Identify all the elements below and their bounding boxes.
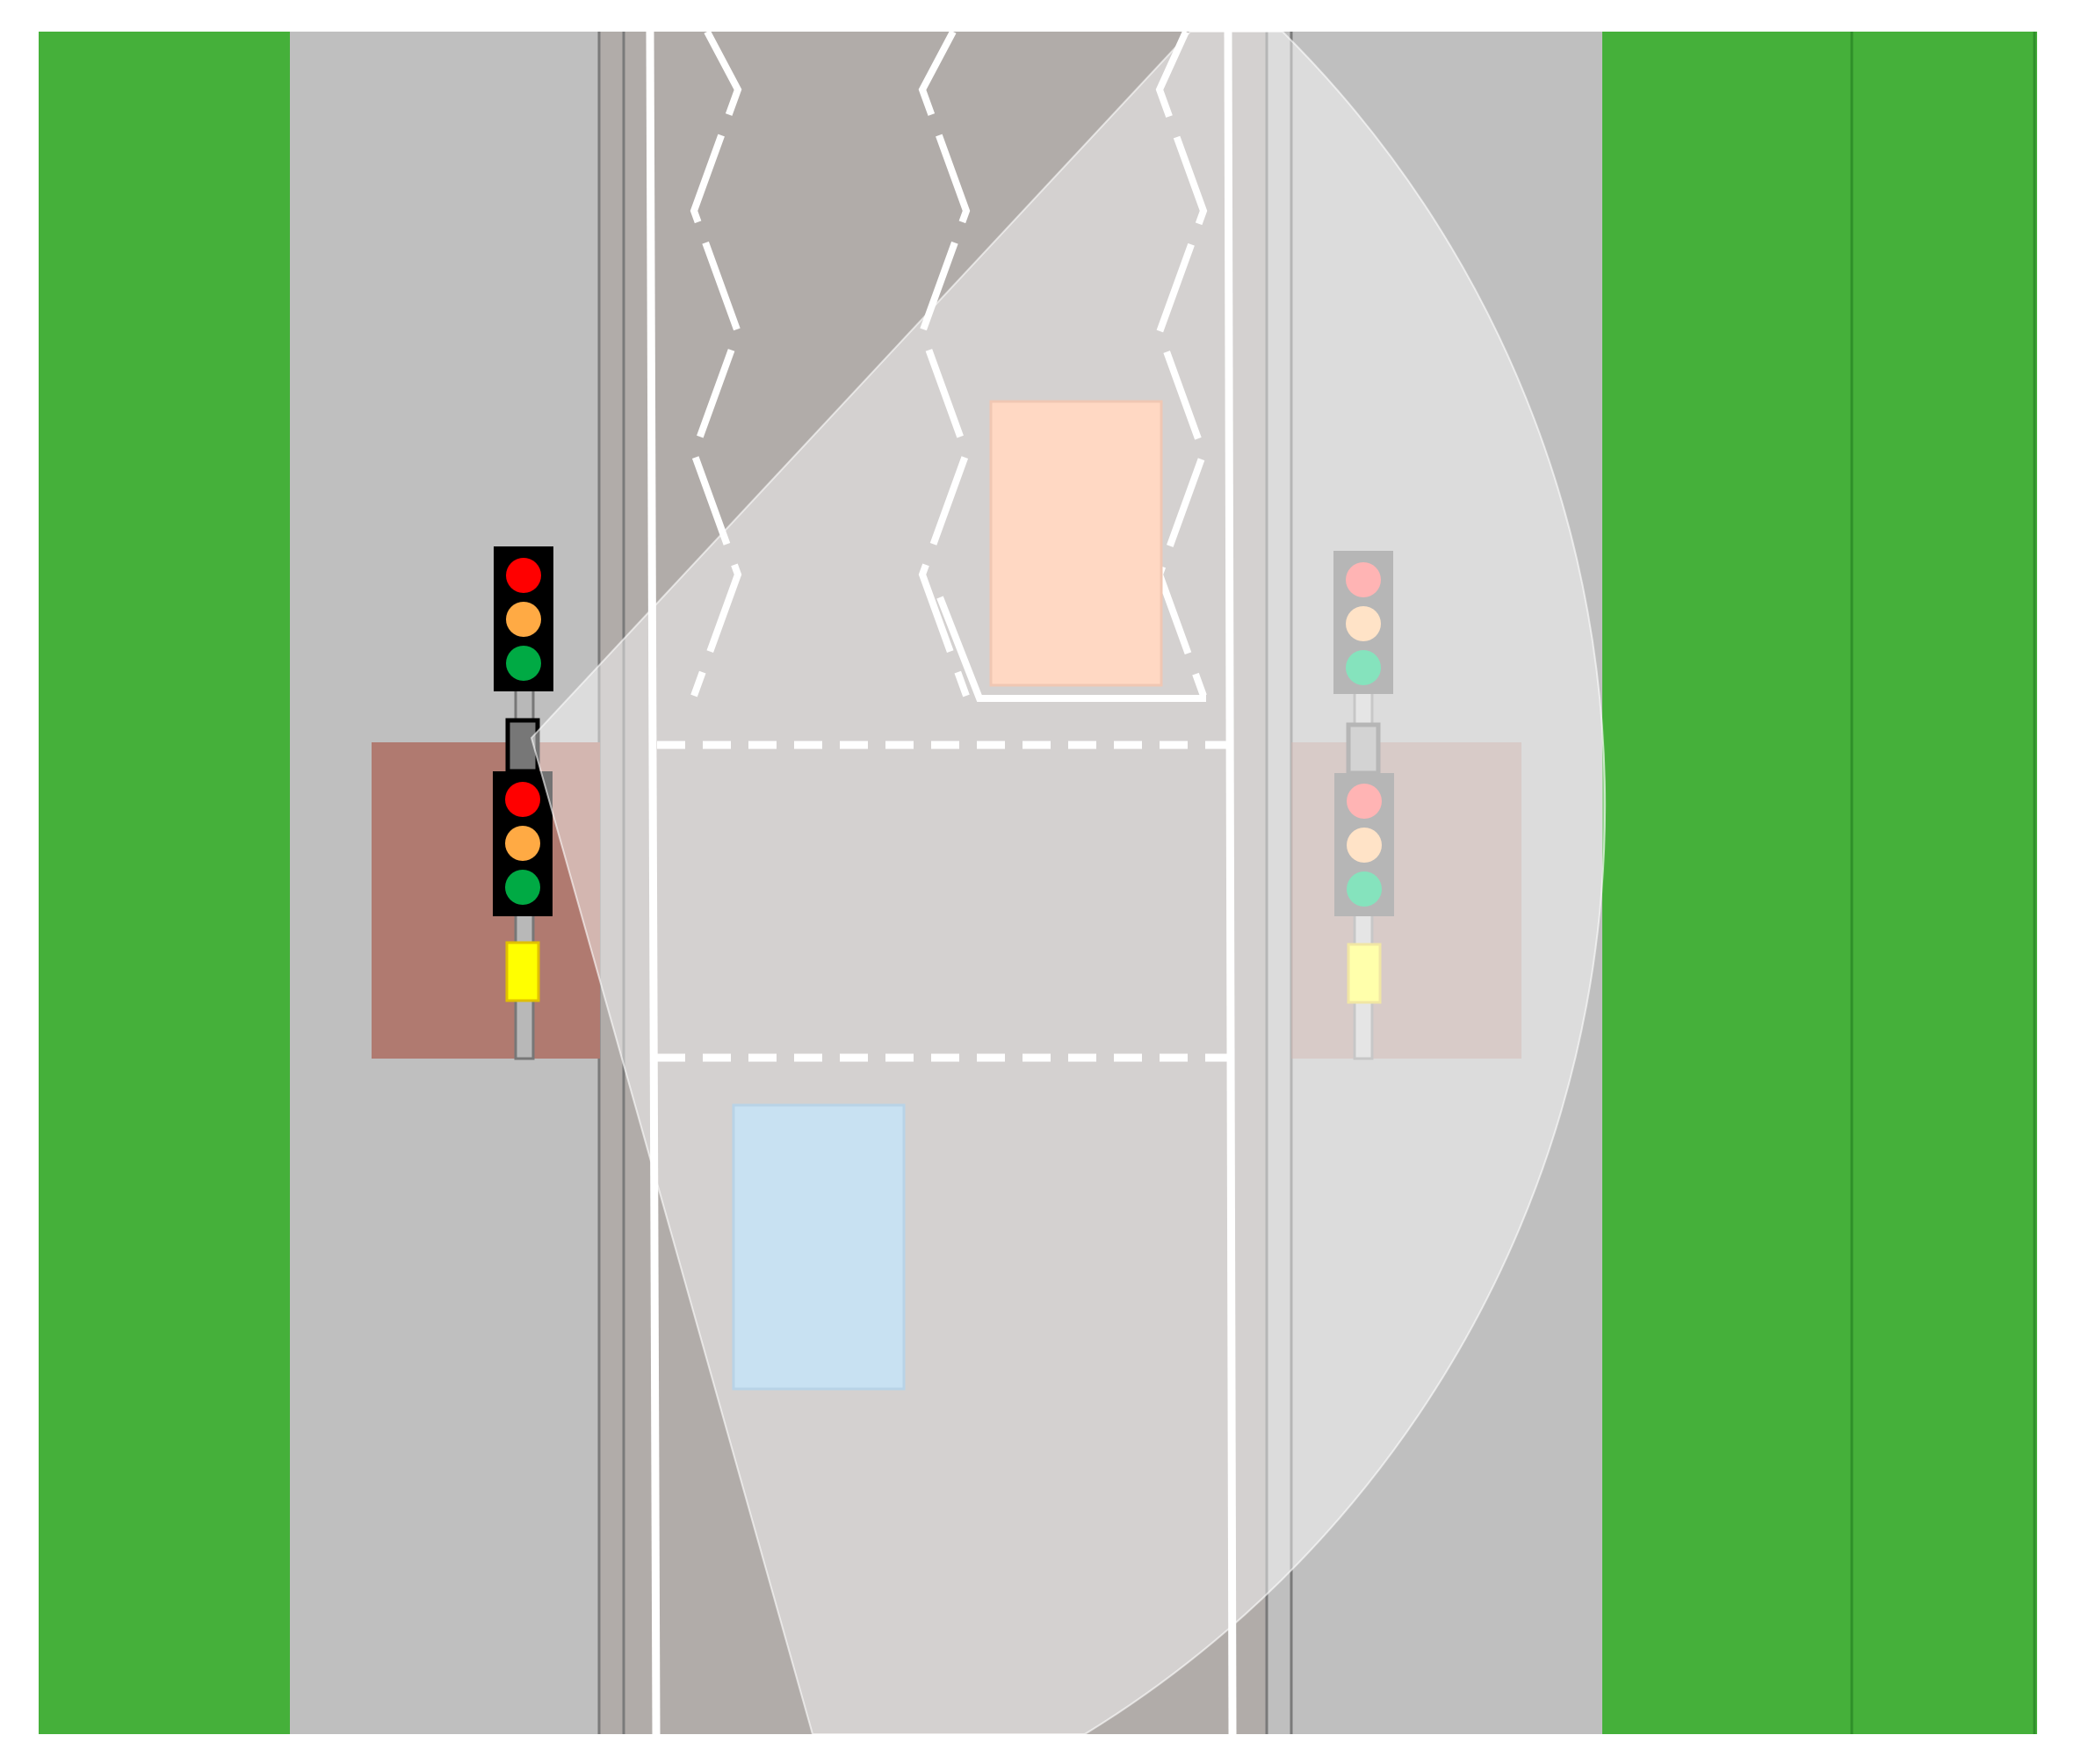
amber-lamp xyxy=(1347,828,1382,863)
stop-line xyxy=(936,596,1206,702)
camera-housing xyxy=(1346,722,1381,776)
amber-lamp xyxy=(1346,606,1381,641)
camera-field-of-view xyxy=(530,31,1607,1735)
red-lamp xyxy=(1347,784,1382,819)
kerb-lines xyxy=(597,32,1293,1734)
traffic-signal-left xyxy=(493,546,553,1060)
grass-verge-right xyxy=(1602,32,2037,1734)
green-lamp xyxy=(1347,871,1382,907)
sidewalk-right xyxy=(1267,32,1602,1734)
push-button xyxy=(1347,943,1382,1004)
grass-verge-left xyxy=(39,32,290,1734)
red-lamp xyxy=(506,558,541,593)
green-lamp xyxy=(506,646,541,681)
green-lamp xyxy=(1346,650,1381,685)
green-lamp xyxy=(505,870,540,905)
zigzag-line xyxy=(690,30,742,698)
crossing-zone-left xyxy=(372,742,600,1059)
traffic-signal-right xyxy=(1333,551,1394,1060)
red-lamp xyxy=(1346,562,1381,597)
lane-lines xyxy=(646,31,1237,1735)
road-lane xyxy=(599,32,1267,1734)
amber-lamp xyxy=(505,826,540,861)
vehicle-ahead xyxy=(989,400,1163,687)
amber-lamp xyxy=(506,602,541,637)
zigzag-line xyxy=(918,30,971,698)
crosswalk xyxy=(657,741,1228,1062)
push-button xyxy=(505,941,540,1002)
red-lamp xyxy=(505,782,540,817)
vehicle-behind xyxy=(732,1103,906,1391)
crossing-zone-right xyxy=(1291,742,1521,1059)
